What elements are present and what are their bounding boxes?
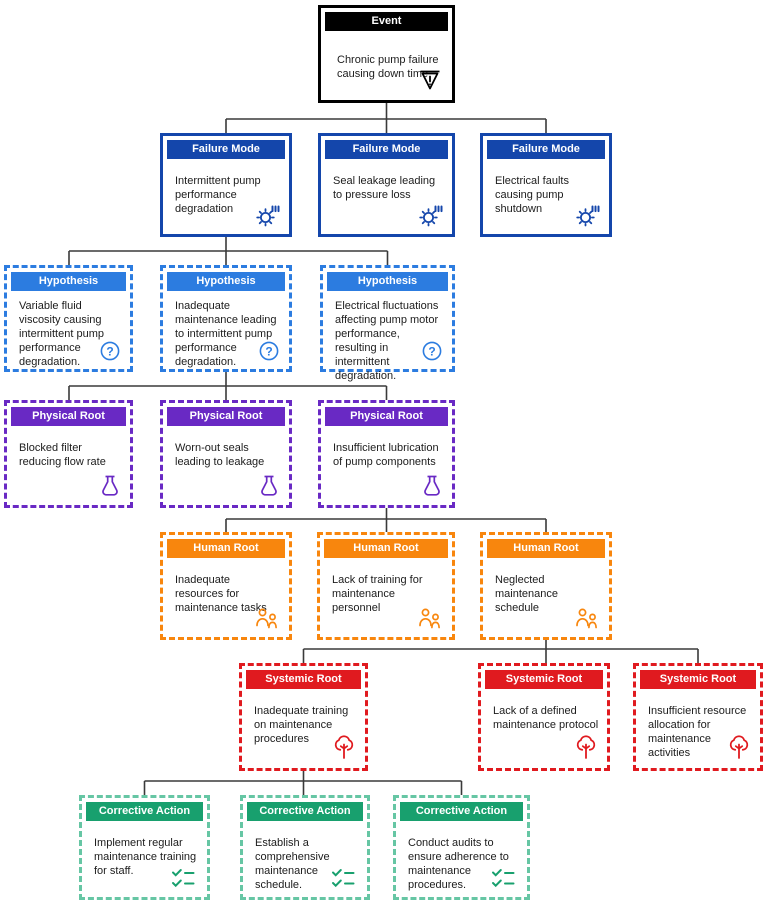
node-text: Inadequate maintenance leading to interm…: [175, 300, 277, 368]
node-text: Insufficient lubrication of pump compone…: [333, 442, 439, 468]
warning-triangle-icon: [417, 67, 443, 93]
node-systemic-root-2[interactable]: Systemic Root Lack of a defined maintena…: [478, 663, 610, 771]
node-header: Failure Mode: [167, 140, 285, 159]
checklist-icon: [328, 867, 358, 890]
node-corrective-action-3[interactable]: Corrective Action Conduct audits to ensu…: [393, 795, 530, 900]
node-human-root-3[interactable]: Human Root Neglected maintenance schedul…: [480, 532, 612, 640]
node-text: Neglected maintenance schedule: [495, 574, 558, 614]
svg-text:?: ?: [428, 344, 435, 358]
node-hypothesis-3[interactable]: Hypothesis Electrical fluctuations affec…: [320, 265, 455, 382]
node-systemic-root-3[interactable]: Systemic Root Insufficient resource allo…: [633, 663, 763, 771]
node-failure-mode-3[interactable]: Failure Mode Electrical faults causing p…: [480, 133, 612, 237]
node-header: Human Root: [324, 539, 448, 558]
node-header: Systemic Root: [640, 670, 756, 689]
svg-text:?: ?: [265, 344, 272, 358]
node-header: Failure Mode: [325, 140, 448, 159]
node-text: Electrical fluctuations affecting pump m…: [335, 300, 439, 382]
node-physical-root-3[interactable]: Physical Root Insufficient lubrication o…: [318, 400, 455, 508]
node-text: Establish a comprehensive maintenance sc…: [255, 837, 330, 891]
svg-text:?: ?: [106, 344, 113, 358]
gear-icon: [418, 202, 443, 227]
people-icon: [254, 606, 280, 630]
node-header: Hypothesis: [167, 272, 285, 291]
node-physical-root-1[interactable]: Physical Root Blocked filter reducing fl…: [4, 400, 133, 508]
node-text: Blocked filter reducing flow rate: [19, 442, 106, 468]
question-icon: ?: [99, 340, 121, 362]
node-text: Worn-out seals leading to leakage: [175, 442, 265, 468]
node-hypothesis-1[interactable]: Hypothesis Variable fluid viscosity caus…: [4, 265, 133, 372]
node-corrective-action-1[interactable]: Corrective Action Implement regular main…: [79, 795, 210, 900]
node-header: Systemic Root: [485, 670, 603, 689]
node-text: Inadequate training on maintenance proce…: [254, 705, 349, 745]
question-icon: ?: [421, 340, 443, 362]
people-icon: [417, 606, 443, 630]
node-header: Event: [325, 12, 448, 31]
node-corrective-action-2[interactable]: Corrective Action Establish a comprehens…: [240, 795, 370, 900]
node-systemic-root-1[interactable]: Systemic Root Inadequate training on mai…: [239, 663, 368, 771]
flask-icon: [421, 474, 443, 498]
node-text: Lack of training for maintenance personn…: [332, 574, 423, 614]
node-text: Electrical faults causing pump shutdown: [495, 175, 569, 215]
node-event[interactable]: Event Chronic pump failure causing down …: [318, 5, 455, 103]
node-header: Human Root: [167, 539, 285, 558]
node-human-root-2[interactable]: Human Root Lack of training for maintena…: [317, 532, 455, 640]
node-header: Corrective Action: [400, 802, 523, 821]
flask-icon: [258, 474, 280, 498]
tree-icon: [574, 735, 598, 761]
node-failure-mode-1[interactable]: Failure Mode Intermittent pump performan…: [160, 133, 292, 237]
node-header: Physical Root: [167, 407, 285, 426]
gear-icon: [575, 202, 600, 227]
node-text: Implement regular maintenance training f…: [94, 837, 197, 877]
node-text: Conduct audits to ensure adherence to ma…: [408, 837, 509, 891]
node-failure-mode-2[interactable]: Failure Mode Seal leakage leading to pre…: [318, 133, 455, 237]
node-hypothesis-2[interactable]: Hypothesis Inadequate maintenance leadin…: [160, 265, 292, 372]
node-text: Variable fluid viscosity causing intermi…: [19, 300, 104, 368]
question-icon: ?: [258, 340, 280, 362]
node-header: Failure Mode: [487, 140, 605, 159]
node-header: Corrective Action: [247, 802, 363, 821]
node-human-root-1[interactable]: Human Root Inadequate resources for main…: [160, 532, 292, 640]
gear-icon: [255, 202, 280, 227]
node-text: Lack of a defined maintenance protocol: [493, 705, 599, 731]
node-header: Corrective Action: [86, 802, 203, 821]
people-icon: [574, 606, 600, 630]
node-header: Physical Root: [325, 407, 448, 426]
node-text: Inadequate resources for maintenance tas…: [175, 574, 267, 614]
tree-icon: [332, 735, 356, 761]
checklist-icon: [168, 867, 198, 890]
node-header: Hypothesis: [327, 272, 448, 291]
node-text: Seal leakage leading to pressure loss: [333, 175, 436, 201]
checklist-icon: [488, 867, 518, 890]
flask-icon: [99, 474, 121, 498]
node-header: Hypothesis: [11, 272, 126, 291]
node-text: Chronic pump failure causing down time: [337, 54, 439, 80]
tree-icon: [727, 735, 751, 761]
node-text: Insufficient resource allocation for mai…: [648, 705, 747, 759]
node-header: Human Root: [487, 539, 605, 558]
node-physical-root-2[interactable]: Physical Root Worn-out seals leading to …: [160, 400, 292, 508]
node-header: Physical Root: [11, 407, 126, 426]
node-header: Systemic Root: [246, 670, 361, 689]
node-text: Intermittent pump performance degradatio…: [175, 175, 261, 215]
